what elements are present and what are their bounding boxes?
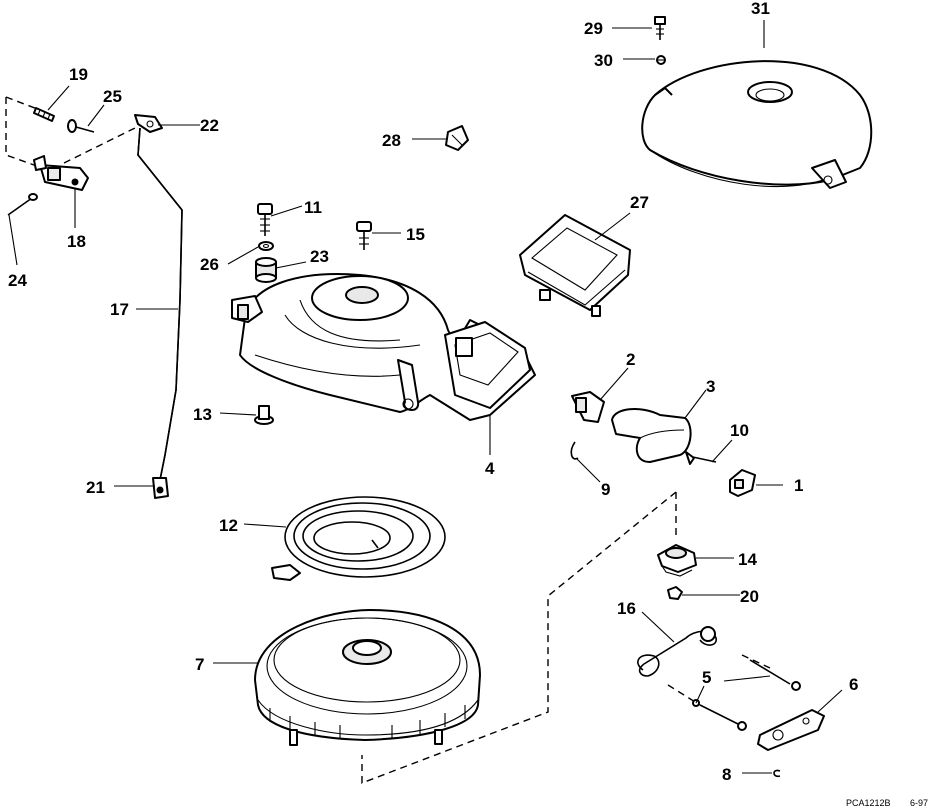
callout-2: 2 bbox=[626, 350, 635, 369]
handle-pin bbox=[685, 451, 717, 465]
hub-washer bbox=[667, 586, 683, 600]
rope-spring bbox=[570, 441, 579, 460]
callout-labels: 1 2 3 4 5 6 7 8 9 10 11 12 13 14 15 16 1… bbox=[8, 0, 858, 784]
rope-pulley bbox=[254, 609, 481, 746]
callout-7: 7 bbox=[195, 655, 204, 674]
callout-21: 21 bbox=[86, 478, 105, 497]
callout-4: 4 bbox=[485, 459, 495, 478]
housing-bushing bbox=[255, 257, 277, 283]
interlock-rod bbox=[137, 127, 183, 481]
callout-10: 10 bbox=[730, 421, 749, 440]
callout-18: 18 bbox=[67, 232, 86, 251]
callout-1: 1 bbox=[794, 476, 803, 495]
cover-washer bbox=[656, 55, 666, 65]
rewind-spring bbox=[271, 496, 446, 581]
neutral-switch bbox=[33, 155, 89, 191]
push-rivet bbox=[445, 125, 469, 151]
pulley-hub bbox=[657, 544, 697, 577]
callout-14: 14 bbox=[738, 550, 757, 569]
rod-clip-top bbox=[134, 114, 163, 133]
handle-bracket bbox=[519, 214, 631, 317]
callout-24: 24 bbox=[8, 271, 27, 290]
reference-code: PCA1212B 6-97 bbox=[846, 798, 928, 808]
rope-anchor bbox=[571, 391, 605, 423]
callout-6: 6 bbox=[849, 675, 858, 694]
housing-washer bbox=[258, 241, 274, 251]
callout-16: 16 bbox=[617, 599, 636, 618]
switch-screw-top bbox=[33, 107, 55, 122]
callout-29: 29 bbox=[584, 19, 603, 38]
callout-9: 9 bbox=[601, 480, 610, 499]
rivet bbox=[254, 405, 274, 425]
leader-lines bbox=[8, 20, 843, 774]
callout-12: 12 bbox=[219, 516, 238, 535]
callout-11: 11 bbox=[304, 198, 322, 217]
callout-19: 19 bbox=[69, 65, 88, 84]
reference-date: 6-97 bbox=[910, 798, 928, 808]
callout-15: 15 bbox=[406, 225, 425, 244]
callout-3: 3 bbox=[706, 377, 715, 396]
starter-handle bbox=[611, 408, 692, 463]
starter-housing bbox=[231, 273, 536, 421]
pawl-clip bbox=[773, 769, 781, 778]
callout-5: 5 bbox=[702, 668, 711, 687]
pawl-spring bbox=[637, 626, 717, 677]
callout-20: 20 bbox=[740, 587, 759, 606]
housing-screw bbox=[257, 203, 273, 236]
rod-clip-bottom bbox=[152, 477, 169, 499]
callout-25: 25 bbox=[103, 87, 122, 106]
callout-13: 13 bbox=[193, 405, 212, 424]
housing-bolt bbox=[356, 221, 372, 250]
callout-28: 28 bbox=[382, 131, 401, 150]
cover-screw bbox=[654, 16, 666, 40]
starter-cover bbox=[641, 60, 873, 189]
callout-26: 26 bbox=[200, 255, 219, 274]
callout-8: 8 bbox=[722, 765, 731, 784]
callout-17: 17 bbox=[110, 300, 129, 319]
callout-23: 23 bbox=[310, 247, 329, 266]
callout-31: 31 bbox=[751, 0, 770, 18]
callout-22: 22 bbox=[200, 116, 219, 135]
pawl-links bbox=[692, 659, 801, 731]
retaining-pin bbox=[67, 119, 95, 133]
handle-insert bbox=[729, 469, 756, 497]
reference-code-number: PCA1212B bbox=[846, 798, 891, 808]
pawl bbox=[757, 709, 825, 751]
switch-screw-bottom bbox=[7, 193, 38, 216]
callout-27: 27 bbox=[630, 193, 649, 212]
callout-30: 30 bbox=[594, 51, 613, 70]
